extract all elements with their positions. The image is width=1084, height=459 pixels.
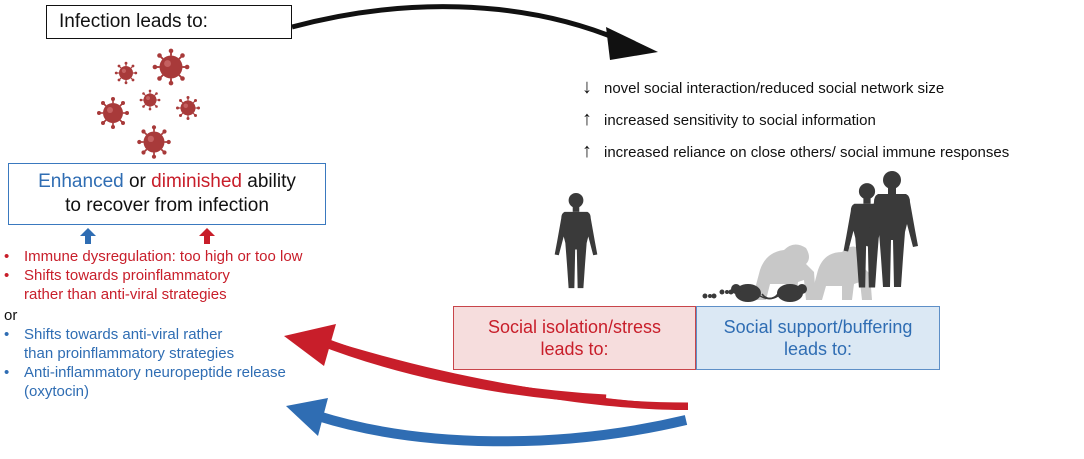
virus-cluster (96, 47, 201, 160)
infection-title: Infection leads to: (59, 11, 208, 32)
infection-title-box: Infection leads to: (46, 5, 292, 39)
list-item: rather than anti-viral strategies (24, 286, 227, 303)
social-rats-icon (702, 284, 807, 302)
up-arrow-blue-icon (80, 228, 96, 244)
virus-icon (175, 95, 201, 121)
support-feedback-arrow (286, 398, 688, 447)
virus-icon (136, 124, 172, 160)
outcome-ability: ability (247, 171, 296, 192)
outcome-line-2: to recover from infection (65, 195, 269, 216)
isolation-feedback-arrow (284, 324, 689, 410)
outcome-enhanced: Enhanced (38, 171, 124, 192)
bullet: • (4, 326, 10, 343)
outcome-diminished: diminished (151, 171, 242, 192)
social-changes-list: ↓novel social interaction/reduced social… (582, 77, 1082, 163)
recovery-outcome-box: Enhanced or diminished ability to recove… (8, 163, 326, 225)
virus-icon (96, 96, 130, 130)
virus-icon (139, 89, 161, 111)
outcome-line-1: Enhanced or diminished ability (9, 170, 325, 194)
list-item: ↓novel social interaction/reduced social… (582, 76, 945, 98)
support-effects-list: •Shifts towards anti-viral rather than p… (4, 325, 444, 401)
isolation-effects-list: •Immune dysregulation: too high or too l… (4, 247, 444, 304)
support-box-line-2: leads to: (783, 339, 853, 359)
up-arrow-icon: ↑ (582, 140, 592, 162)
down-arrow-icon: ↓ (582, 76, 592, 98)
support-box-line-1: Social support/buffering (723, 317, 913, 337)
virus-icon (114, 61, 138, 85)
up-arrow-red-icon (199, 228, 215, 244)
list-item: ↑increased sensitivity to social informa… (582, 108, 876, 130)
social-animals-icon (752, 244, 872, 300)
list-item: •Shifts towards anti-viral rather (4, 326, 223, 343)
list-item: (oxytocin) (24, 383, 90, 400)
social-support-box: Social support/buffering leads to: (696, 306, 940, 370)
bullet: • (4, 267, 10, 284)
bullet: • (4, 248, 10, 265)
infection-to-social-arrow (291, 4, 658, 60)
list-item: than proinflammatory strategies (24, 345, 235, 362)
up-arrow-icon: ↑ (582, 108, 592, 130)
isolation-box-line-1: Social isolation/stress (487, 317, 662, 337)
list-item: •Immune dysregulation: too high or too l… (4, 248, 303, 265)
virus-icon (151, 47, 191, 87)
isolated-person-icon (554, 192, 598, 289)
list-item: •Anti-inflammatory neuropeptide release (4, 364, 286, 381)
or-separator: or (4, 307, 18, 324)
isolation-box-line-2: leads to: (540, 339, 609, 359)
list-item: ↑increased reliance on close others/ soc… (582, 140, 1010, 162)
social-isolation-box: Social isolation/stress leads to: (453, 306, 696, 370)
outcome-or: or (128, 171, 146, 192)
bullet: • (4, 364, 10, 381)
list-item: •Shifts towards proinflammatory (4, 267, 230, 284)
